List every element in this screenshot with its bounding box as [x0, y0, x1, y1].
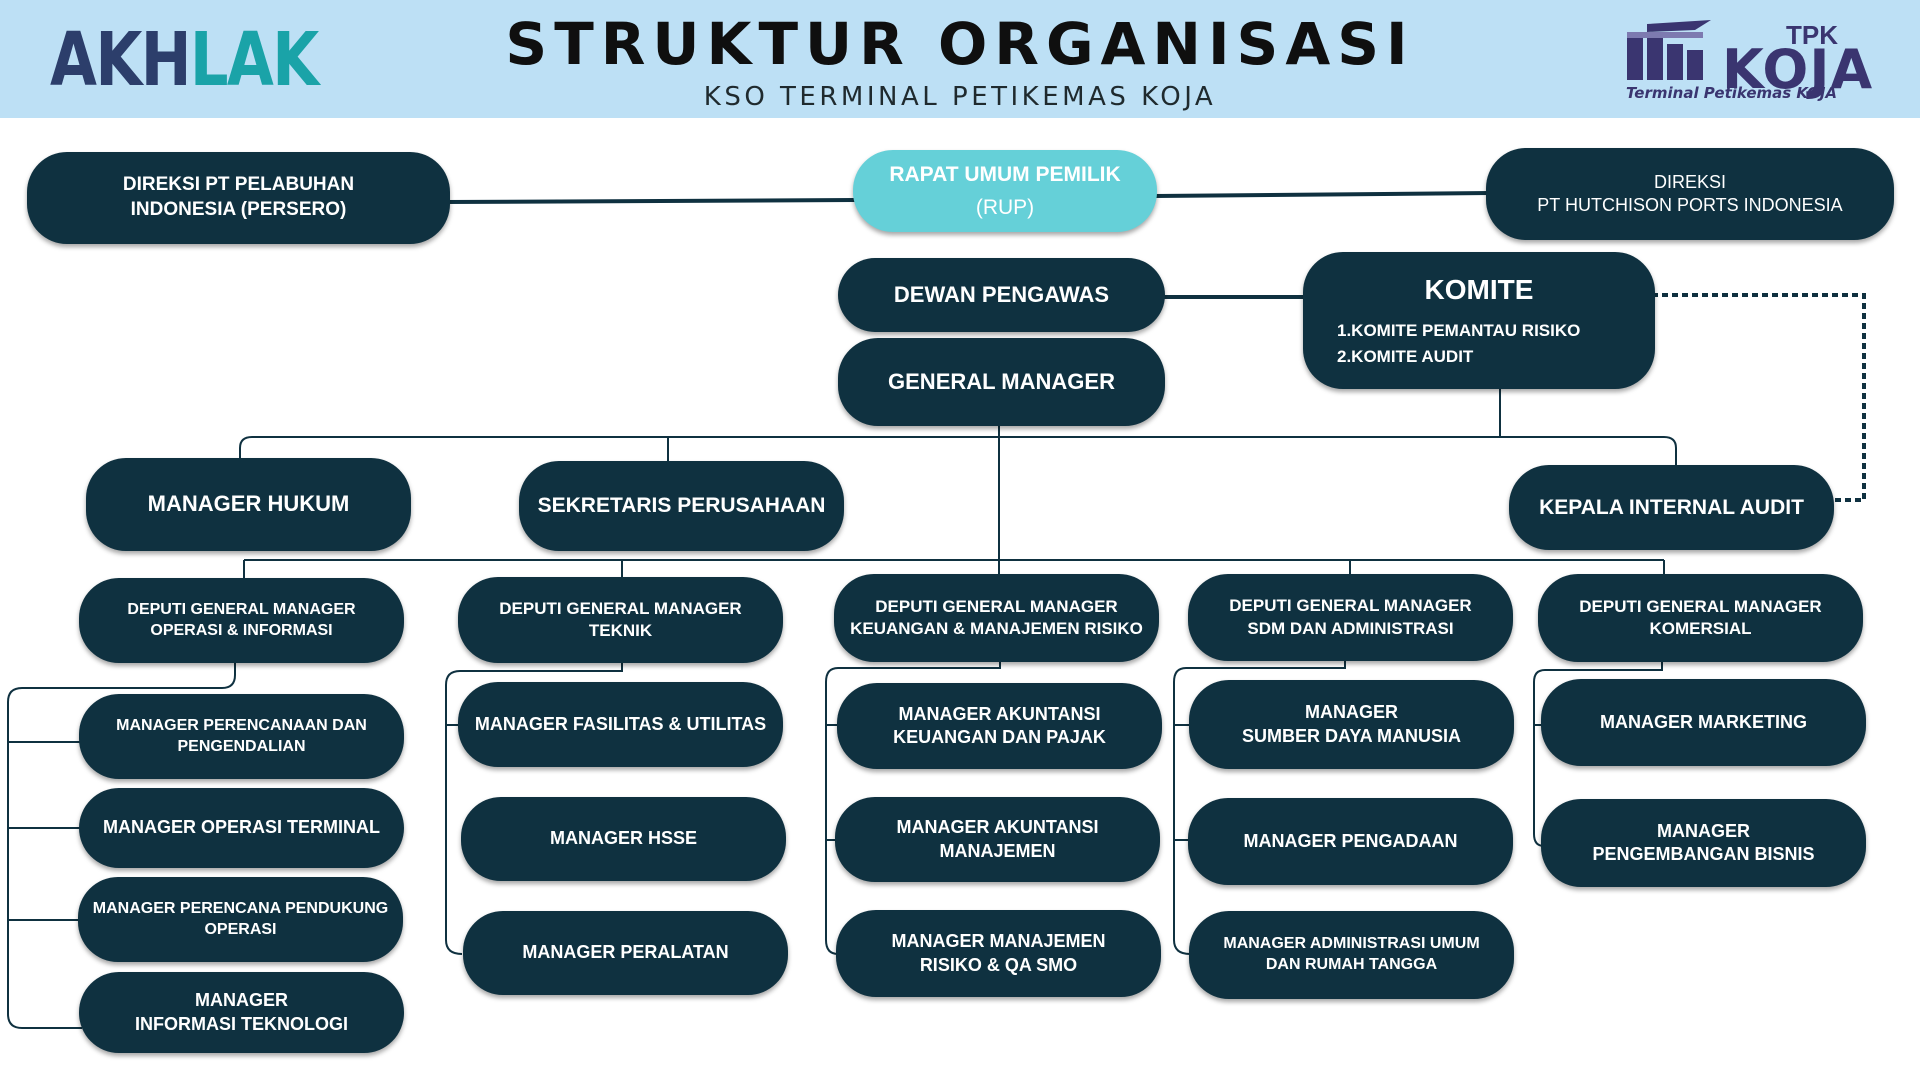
- manager-box: MANAGER PERENCANA PENDUKUNG OPERASI: [78, 877, 403, 962]
- page-title: STRUKTUR ORGANISASI: [505, 10, 1415, 78]
- deputy-operasi-box: DEPUTI GENERAL MANAGER OPERASI & INFORMA…: [79, 578, 404, 663]
- manager-box: MANAGER PERENCANAAN DAN PENGENDALIAN: [79, 694, 404, 779]
- header-banner: AKHLAK STRUKTUR ORGANISASI KSO TERMINAL …: [0, 0, 1920, 118]
- koja-logo: TPK KOJA Terminal Petikemas KOJA: [1620, 18, 1890, 104]
- manager-label: MANAGER MARKETING: [1600, 711, 1807, 732]
- manager-label: MANAGER INFORMASI TEKNOLOGI: [135, 990, 348, 1034]
- manager-label: MANAGER HSSE: [549, 828, 697, 849]
- akhlak-logo: AKHLAK: [50, 17, 319, 103]
- deputy-komersial-box: DEPUTI GENERAL MANAGER KOMERSIAL: [1538, 574, 1863, 662]
- komite-item: 1.KOMITE PEMANTAU RISIKO: [1337, 321, 1581, 341]
- manager-label: MANAGER PERALATAN: [522, 942, 729, 963]
- koja-mark-icon: [1627, 20, 1711, 80]
- manager-hukum-label: MANAGER HUKUM: [147, 491, 350, 517]
- koja-logo-tpk: TPK: [1786, 20, 1838, 50]
- manager-hukum-box: MANAGER HUKUM: [86, 458, 411, 551]
- akhlak-logo-part2: LAK: [189, 17, 319, 103]
- sekretaris-perusahaan-label: SEKRETARIS PERUSAHAAN: [537, 494, 826, 518]
- deputy-label: DEPUTI GENERAL MANAGER KOMERSIAL: [1579, 596, 1822, 638]
- direksi-hutchison-box: DIREKSI PT HUTCHISON PORTS INDONESIA: [1486, 148, 1894, 240]
- manager-box: MANAGER ADMINISTRASI UMUM DAN RUMAH TANG…: [1189, 911, 1514, 999]
- manager-label: MANAGER OPERASI TERMINAL: [102, 817, 380, 838]
- sekretaris-perusahaan-box: SEKRETARIS PERUSAHAAN: [519, 461, 844, 551]
- deputy-keuangan-box: DEPUTI GENERAL MANAGER KEUANGAN & MANAJE…: [834, 574, 1159, 662]
- kepala-internal-audit-label: KEPALA INTERNAL AUDIT: [1539, 495, 1804, 519]
- koja-logo-name: KOJA: [1722, 38, 1874, 101]
- manager-box: MANAGER HSSE: [461, 797, 786, 881]
- deputy-sdm-box: DEPUTI GENERAL MANAGER SDM DAN ADMINISTR…: [1188, 574, 1513, 661]
- manager-box: MANAGER FASILITAS & UTILITAS: [458, 682, 783, 767]
- rup-box: RAPAT UMUM PEMILIK (RUP): [853, 150, 1157, 232]
- manager-box: MANAGER OPERASI TERMINAL: [79, 788, 404, 868]
- komite-list: 1.KOMITE PEMANTAU RISIKO 2.KOMITE AUDIT: [1325, 318, 1580, 369]
- komite-title: KOMITE: [1424, 273, 1534, 305]
- deputy-label: DEPUTI GENERAL MANAGER SDM DAN ADMINISTR…: [1229, 596, 1472, 638]
- manager-box: MANAGER MARKETING: [1541, 679, 1866, 766]
- manager-label: MANAGER PERENCANA PENDUKUNG OPERASI: [92, 899, 389, 938]
- manager-label: MANAGER MANAJEMEN RISIKO & QA SMO: [891, 931, 1106, 975]
- manager-box: MANAGER AKUNTANSI KEUANGAN DAN PAJAK: [837, 683, 1162, 769]
- manager-box: MANAGER PERALATAN: [463, 911, 788, 995]
- general-manager-label: GENERAL MANAGER: [888, 368, 1115, 394]
- manager-label: MANAGER AKUNTANSI KEUANGAN DAN PAJAK: [893, 703, 1106, 747]
- general-manager-box: GENERAL MANAGER: [838, 338, 1165, 426]
- manager-box: MANAGER MANAJEMEN RISIKO & QA SMO: [836, 910, 1161, 997]
- koja-logo-tagline: Terminal Petikemas KOJA: [1626, 84, 1838, 102]
- dewan-pengawas-box: DEWAN PENGAWAS: [838, 258, 1165, 332]
- manager-box: MANAGER PENGEMBANGAN BISNIS: [1541, 799, 1866, 887]
- deputy-label: DEPUTI GENERAL MANAGER OPERASI & INFORMA…: [127, 600, 356, 639]
- manager-box: MANAGER PENGADAAN: [1188, 798, 1513, 885]
- deputy-label: DEPUTI GENERAL MANAGER TEKNIK: [499, 598, 742, 640]
- rup-subtitle: (RUP): [975, 196, 1035, 219]
- manager-label: MANAGER FASILITAS & UTILITAS: [474, 713, 767, 734]
- page-subtitle: KSO TERMINAL PETIKEMAS KOJA: [703, 82, 1217, 112]
- akhlak-logo-part1: AKH: [50, 17, 191, 103]
- rup-title: RAPAT UMUM PEMILIK: [889, 162, 1121, 186]
- direksi-pelindo-label: DIREKSI PT PELABUHAN INDONESIA (PERSERO): [122, 174, 355, 220]
- kepala-internal-audit-box: KEPALA INTERNAL AUDIT: [1509, 465, 1834, 550]
- deputy-teknik-box: DEPUTI GENERAL MANAGER TEKNIK: [458, 577, 783, 663]
- dewan-pengawas-label: DEWAN PENGAWAS: [893, 281, 1110, 307]
- deputy-label: DEPUTI GENERAL MANAGER KEUANGAN & MANAJE…: [850, 596, 1143, 638]
- direksi-pelindo-box: DIREKSI PT PELABUHAN INDONESIA (PERSERO): [27, 152, 450, 244]
- manager-label: MANAGER PENGADAAN: [1243, 830, 1458, 851]
- manager-box: MANAGER SUMBER DAYA MANUSIA: [1189, 680, 1514, 769]
- manager-label: MANAGER ADMINISTRASI UMUM DAN RUMAH TANG…: [1223, 935, 1480, 973]
- komite-box: KOMITE 1.KOMITE PEMANTAU RISIKO 2.KOMITE…: [1303, 252, 1655, 389]
- manager-label: MANAGER AKUNTANSI MANAJEMEN: [896, 817, 1099, 861]
- manager-box: MANAGER AKUNTANSI MANAJEMEN: [835, 797, 1160, 882]
- manager-label: MANAGER PENGEMBANGAN BISNIS: [1592, 820, 1815, 864]
- manager-box: MANAGER INFORMASI TEKNOLOGI: [79, 972, 404, 1053]
- komite-item: 2.KOMITE AUDIT: [1337, 346, 1474, 366]
- manager-label: MANAGER SUMBER DAYA MANUSIA: [1241, 702, 1462, 746]
- direksi-hutchison-label: DIREKSI PT HUTCHISON PORTS INDONESIA: [1537, 171, 1843, 215]
- manager-label: MANAGER PERENCANAAN DAN PENGENDALIAN: [116, 716, 367, 755]
